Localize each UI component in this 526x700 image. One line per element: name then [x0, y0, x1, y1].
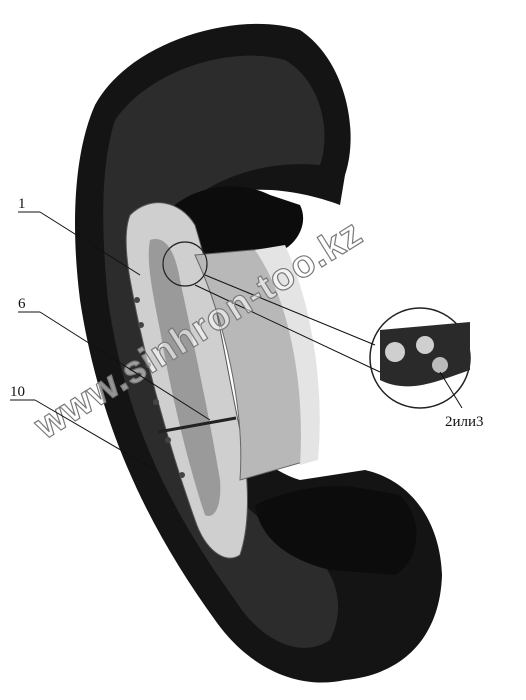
detail-connector-bottom — [194, 284, 381, 373]
rim-hub — [148, 239, 221, 516]
detail-bolt — [432, 357, 448, 373]
callout-label-2: 2или3 — [445, 414, 484, 430]
callout-label-1: 1 — [18, 196, 26, 212]
leader-line-6 — [39, 311, 211, 421]
magnified-detail — [194, 274, 471, 409]
tire-lower-cut — [255, 485, 417, 575]
callout-label-10: 10 — [10, 384, 25, 400]
bolt-hole — [165, 437, 171, 443]
detail-connector-top — [204, 274, 376, 346]
bolt-hole — [138, 322, 144, 328]
bolt-hole — [153, 399, 159, 405]
bolt-hole — [134, 297, 140, 303]
detail-bolt — [416, 336, 434, 354]
bolt-hole — [145, 362, 151, 368]
callout-label-6: 6 — [18, 296, 26, 312]
rim-flange — [255, 245, 320, 465]
leader-line-2 — [439, 371, 463, 409]
leader-line-1 — [39, 211, 141, 276]
detail-circle-small — [162, 241, 208, 287]
bolt-hole — [179, 472, 185, 478]
leader-line-10 — [34, 399, 156, 471]
detail-part — [380, 322, 470, 387]
detail-bolt — [385, 342, 405, 362]
rim — [125, 202, 320, 559]
callouts: 1 6 10 2или3 — [10, 196, 484, 471]
valve-stem — [157, 416, 237, 434]
tire-upper-cut — [174, 186, 304, 258]
